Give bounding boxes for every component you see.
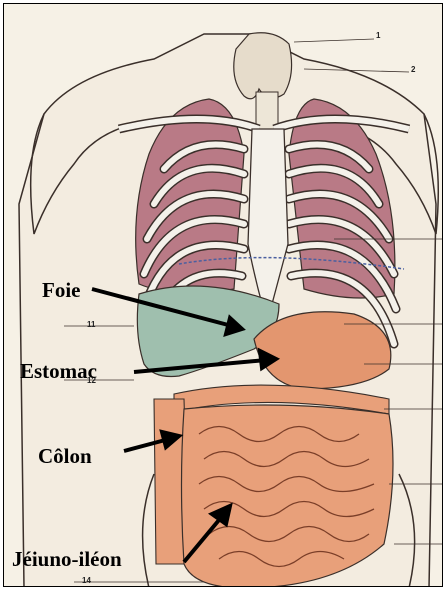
- label-colon: Côlon: [38, 446, 92, 467]
- label-jejuno-ileon: Jéiuno-iléon: [12, 549, 122, 570]
- thyroid-gland: [234, 33, 292, 99]
- anatomy-figure: 1 2 11 12 14 Foie Estomac Côlon Jéiuno-i…: [3, 3, 443, 587]
- label-number-2: 2: [411, 65, 415, 74]
- label-number-11: 11: [87, 320, 95, 329]
- label-foie: Foie: [42, 280, 80, 301]
- label-estomac: Estomac: [20, 361, 97, 382]
- label-number-1: 1: [376, 31, 380, 40]
- small-intestine: [182, 405, 394, 587]
- stomach: [254, 312, 391, 389]
- label-number-14: 14: [82, 576, 91, 585]
